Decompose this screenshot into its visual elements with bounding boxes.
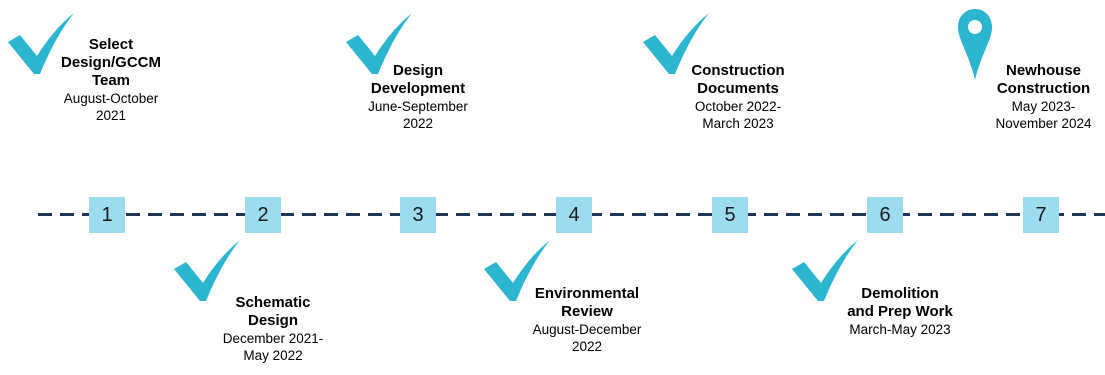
milestone-7-dates: May 2023- November 2024 <box>995 99 1092 131</box>
checkmark-icon <box>8 13 74 74</box>
milestone-1-title: Select Design/GCCM Team <box>60 36 161 89</box>
step-box-2: 2 <box>245 197 281 233</box>
milestone-4-dates: August-December 2022 <box>532 322 642 354</box>
step-box-3: 3 <box>400 197 436 233</box>
checkmark-icon <box>484 240 550 301</box>
step-box-6: 6 <box>867 197 903 233</box>
milestone-6-dates: March-May 2023 <box>849 322 951 337</box>
step-box-4: 4 <box>556 197 592 233</box>
milestone-4-title: Environmental Review <box>534 285 640 320</box>
checkmark-icon <box>643 13 709 74</box>
checkmark-icon <box>346 13 412 74</box>
step-box-5: 5 <box>712 197 748 233</box>
milestone-1-dates: August-October 2021 <box>63 91 159 123</box>
milestone-7: Newhouse Construction May 2023- November… <box>982 62 1105 132</box>
location-pin-icon <box>958 9 992 80</box>
milestone-3-dates: June-September 2022 <box>368 99 468 131</box>
checkmark-icon <box>792 240 858 301</box>
milestone-7-title: Newhouse Construction <box>996 62 1091 97</box>
milestone-4: Environmental Review August-December 202… <box>512 285 662 355</box>
milestone-2-dates: December 2021- May 2022 <box>222 331 324 363</box>
milestone-2: Schematic Design December 2021- May 2022 <box>203 294 343 364</box>
milestone-5-dates: October 2022- March 2023 <box>694 99 782 131</box>
milestone-5-title: Construction Documents <box>691 62 785 97</box>
checkmark-icon <box>174 240 240 301</box>
milestone-5: Construction Documents October 2022- Mar… <box>668 62 808 132</box>
milestone-2-title: Schematic Design <box>235 294 311 329</box>
milestone-3-title: Design Development <box>370 62 466 97</box>
milestone-6: Demolition and Prep Work March-May 2023 <box>825 285 975 338</box>
milestone-6-title: Demolition and Prep Work <box>847 285 953 320</box>
milestone-1: Select Design/GCCM Team August-October 2… <box>46 36 176 124</box>
step-box-1: 1 <box>89 197 125 233</box>
milestone-3: Design Development June-September 2022 <box>348 62 488 132</box>
step-box-7: 7 <box>1023 197 1059 233</box>
